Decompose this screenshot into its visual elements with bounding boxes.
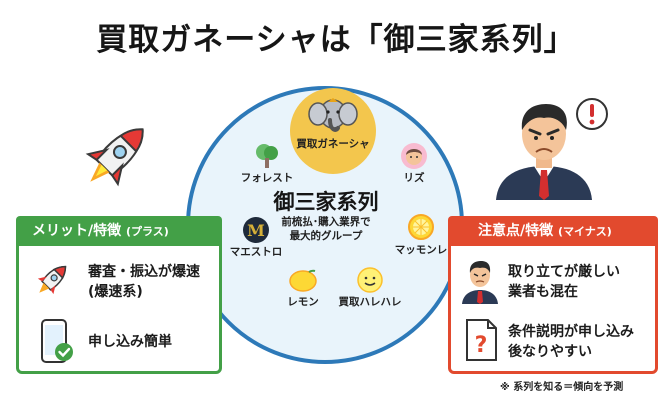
elephant-icon (308, 98, 358, 132)
phone-check-icon (41, 319, 73, 363)
store-label: リズ (403, 172, 425, 184)
merit-item: 申し込み簡単 (88, 332, 218, 352)
woman-face-icon (401, 143, 427, 169)
caution-header-tag: (マイナス) (558, 225, 612, 238)
merit-header-tag: (プラス) (126, 225, 169, 238)
caution-item-line2: 後なりやすい (508, 344, 592, 360)
smiley-sun-icon (357, 267, 383, 293)
lemon-icon (289, 269, 317, 292)
lemon-slice-icon (408, 214, 434, 240)
store-label: 買取ハレハレ (338, 296, 402, 308)
m-emblem-icon: M (243, 217, 269, 243)
merit-item-line2: (爆速系) (88, 284, 143, 300)
store-riz: リズ (392, 142, 436, 185)
store-label: 買取ガネーシャ (296, 138, 370, 150)
store-harehare: 買取ハレハレ (334, 266, 406, 309)
merit-item-line1: 審査・振込が爆速 (88, 264, 200, 280)
store-label: レモン (287, 296, 319, 308)
merit-header-label: メリット/特徴 (32, 223, 122, 239)
group-title: 御三家系列 (273, 190, 379, 214)
caution-header-label: 注意点/特徴 (478, 223, 554, 239)
store-label: マッモンレ (394, 244, 448, 256)
svg-text:M: M (247, 221, 265, 240)
caution-header: 注意点/特徴 (マイナス) (448, 216, 658, 246)
page-title: 買取ガネーシャは「御三家系列」 (96, 22, 576, 58)
merit-item-line1: 申し込み簡単 (88, 334, 172, 350)
rocket-icon (37, 265, 67, 295)
question-document-icon: ? (466, 319, 497, 361)
group-subtitle-line1: 前梳払･購入業界で (281, 216, 371, 228)
store-mammonle: マッモンレ (388, 212, 454, 257)
rocket-icon (85, 128, 144, 187)
store-forest: フォレスト (236, 140, 298, 185)
store-label: マエストロ (229, 246, 283, 258)
store-ganesha: 買取ガネーシャ (288, 96, 378, 151)
merit-header: メリット/特徴 (プラス) (16, 216, 222, 246)
caution-item-line1: 条件説明が申し込み (508, 324, 634, 340)
store-label: フォレスト (240, 172, 294, 184)
caution-item: 条件説明が申し込み 後なりやすい (508, 322, 656, 362)
tree-icon (256, 144, 278, 168)
group-subtitle-line2: 最大的グループ (289, 230, 363, 242)
svg-text:?: ? (475, 333, 488, 358)
angry-businessman-icon (496, 98, 608, 200)
store-lemon: レモン (278, 268, 328, 309)
caution-item-line2: 業者も混在 (508, 284, 578, 300)
merit-item: 審査・振込が爆速 (爆速系) (88, 262, 218, 302)
group-subtitle: 前梳払･購入業界で 最大的グループ (264, 215, 388, 243)
caution-item-line1: 取り立てが厳しい (508, 264, 620, 280)
caution-item: 取り立てが厳しい 業者も混在 (508, 262, 656, 302)
angry-businessman-icon (462, 261, 498, 304)
store-maestro: M マエストロ (224, 216, 288, 259)
footnote: ※ 系列を知る＝傾向を予測 (500, 382, 624, 393)
